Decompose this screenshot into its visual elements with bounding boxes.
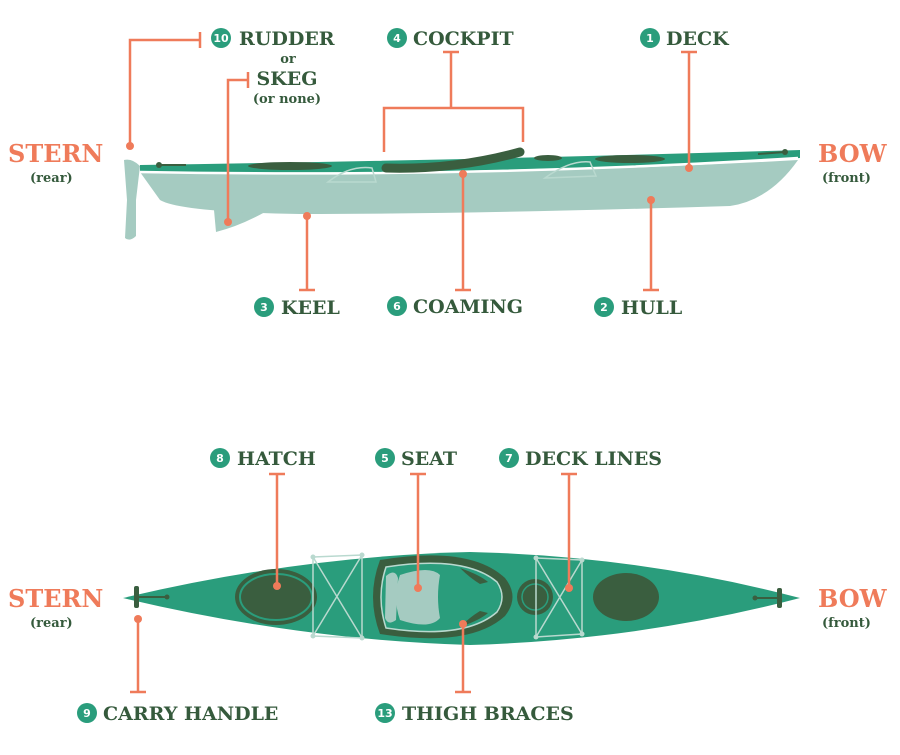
top-bow-title: BOW xyxy=(818,584,888,613)
side-bow-sub: (front) xyxy=(822,171,871,186)
svg-text:RUDDER: RUDDER xyxy=(239,28,335,50)
svg-text:1: 1 xyxy=(646,32,654,45)
front-hatch xyxy=(595,155,665,163)
seat xyxy=(396,570,440,625)
label-keel: 3 KEEL xyxy=(254,297,340,319)
svg-text:HULL: HULL xyxy=(621,297,682,319)
svg-text:THIGH BRACES: THIGH BRACES xyxy=(402,703,574,725)
svg-text:10: 10 xyxy=(213,32,229,45)
bow-carry-handle xyxy=(777,588,782,608)
svg-text:(or none): (or none) xyxy=(253,92,321,107)
svg-text:7: 7 xyxy=(505,452,513,465)
top-bow-sub: (front) xyxy=(822,616,871,631)
svg-text:DECK: DECK xyxy=(666,28,730,50)
label-deck: 1 DECK xyxy=(640,28,730,50)
rear-hatch-top xyxy=(235,569,317,625)
label-coaming: 6 COAMING xyxy=(387,296,523,318)
top-stern-sub: (rear) xyxy=(30,616,73,631)
svg-text:COAMING: COAMING xyxy=(413,296,523,318)
label-hatch: 8 HATCH xyxy=(210,448,316,470)
svg-text:8: 8 xyxy=(216,452,224,465)
svg-text:KEEL: KEEL xyxy=(281,297,340,319)
label-deck-lines: 7 DECK LINES xyxy=(499,448,662,470)
label-carry-handle: 9 CARRY HANDLE xyxy=(77,703,278,725)
skeg xyxy=(214,210,265,232)
svg-text:2: 2 xyxy=(600,301,608,314)
svg-text:SKEG: SKEG xyxy=(257,68,318,90)
stern-carry-handle xyxy=(134,586,139,608)
label-seat: 5 SEAT xyxy=(375,448,457,470)
side-stern-sub: (rear) xyxy=(30,171,73,186)
svg-text:5: 5 xyxy=(381,452,389,465)
svg-text:HATCH: HATCH xyxy=(237,448,316,470)
label-hull: 2 HULL xyxy=(594,297,682,319)
rear-hatch xyxy=(248,162,332,170)
svg-text:CARRY HANDLE: CARRY HANDLE xyxy=(103,703,278,725)
top-view-kayak xyxy=(123,552,800,645)
label-cockpit: 4 COCKPIT xyxy=(387,28,514,50)
svg-text:DECK LINES: DECK LINES xyxy=(525,448,662,470)
svg-text:3: 3 xyxy=(260,301,268,314)
svg-text:4: 4 xyxy=(393,32,401,45)
side-view-kayak xyxy=(124,147,800,240)
svg-text:COCKPIT: COCKPIT xyxy=(413,28,514,50)
coaming xyxy=(381,147,525,173)
front-hatch-top xyxy=(593,573,659,621)
svg-text:9: 9 xyxy=(83,707,91,720)
side-bow-title: BOW xyxy=(818,139,888,168)
rudder xyxy=(124,159,140,240)
side-stern-title: STERN xyxy=(8,139,103,168)
label-rudder: 10 RUDDER or SKEG (or none) xyxy=(211,28,335,107)
svg-text:6: 6 xyxy=(393,300,401,313)
svg-text:13: 13 xyxy=(377,707,392,720)
svg-text:or: or xyxy=(280,52,296,67)
label-thigh-braces: 13 THIGH BRACES xyxy=(375,703,574,725)
top-stern-title: STERN xyxy=(8,584,103,613)
svg-text:SEAT: SEAT xyxy=(401,448,457,470)
thigh-brace xyxy=(460,568,488,584)
